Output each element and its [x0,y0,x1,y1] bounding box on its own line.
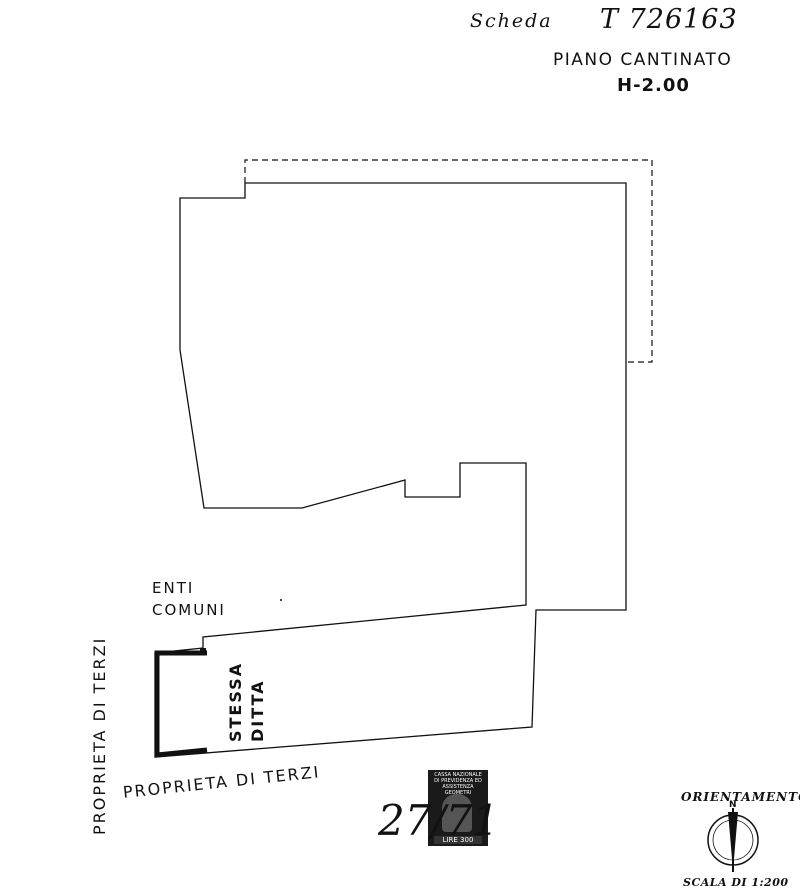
orientation-label: ORIENTAMENTO [681,790,800,804]
stray-dot [280,599,282,601]
cellar-outline [154,182,627,758]
scale-label: SCALA DI 1:200 [683,876,789,889]
dashed-outline [244,159,653,363]
floor-height: H-2.00 [617,75,690,96]
enti-comuni-label: ENTI COMUNI [152,579,226,619]
wall-corner [200,648,206,655]
scheda-number: T 726163 [600,4,738,35]
stamp-text: CASSA NAZIONALE DI PREVIDENZA ED ASSISTE… [434,772,482,796]
revenue-stamp: CASSA NAZIONALE DI PREVIDENZA ED ASSISTE… [428,770,488,846]
stessa-ditta-label: STESSA DITTA [226,661,267,742]
north-label: N [729,800,737,810]
compass-icon [707,808,759,872]
floor-title: PIANO CANTINATO [553,50,733,70]
thick-wall [154,650,208,758]
scheda-label: Scheda [470,10,553,32]
proprieta-terzi-left-label: PROPRIETA DI TERZI [90,636,109,835]
stamp-value: LIRE 300 [434,836,482,844]
handwritten-number: 27/71 [378,796,500,845]
stamp-figure-icon [442,794,472,832]
